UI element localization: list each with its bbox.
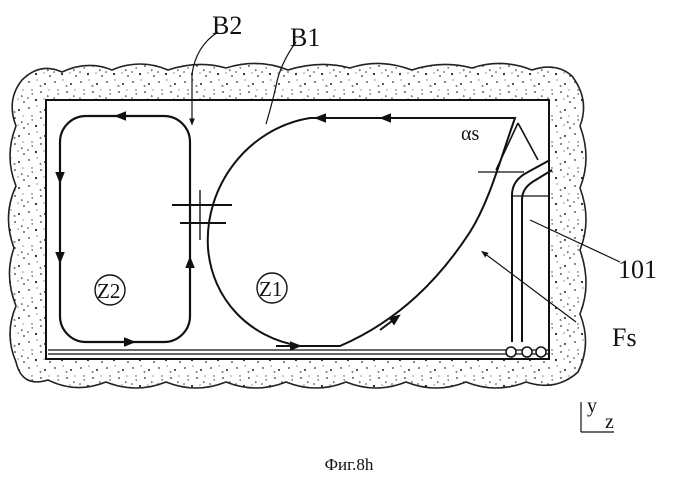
roller-1 <box>506 347 516 357</box>
figure-caption: Фиг.8h <box>325 455 374 474</box>
label-z2: Z2 <box>97 279 120 303</box>
axis-y-label: y <box>587 395 597 417</box>
label-alpha-s: αs <box>461 123 479 145</box>
axis-z-label: z <box>605 411 614 433</box>
roller-2 <box>522 347 532 357</box>
label-z1: Z1 <box>259 277 282 301</box>
label-b1: B1 <box>290 23 320 52</box>
label-101: 101 <box>618 255 657 284</box>
label-fs: Fs <box>612 323 637 352</box>
roller-3 <box>536 347 546 357</box>
label-b2: B2 <box>212 11 242 40</box>
